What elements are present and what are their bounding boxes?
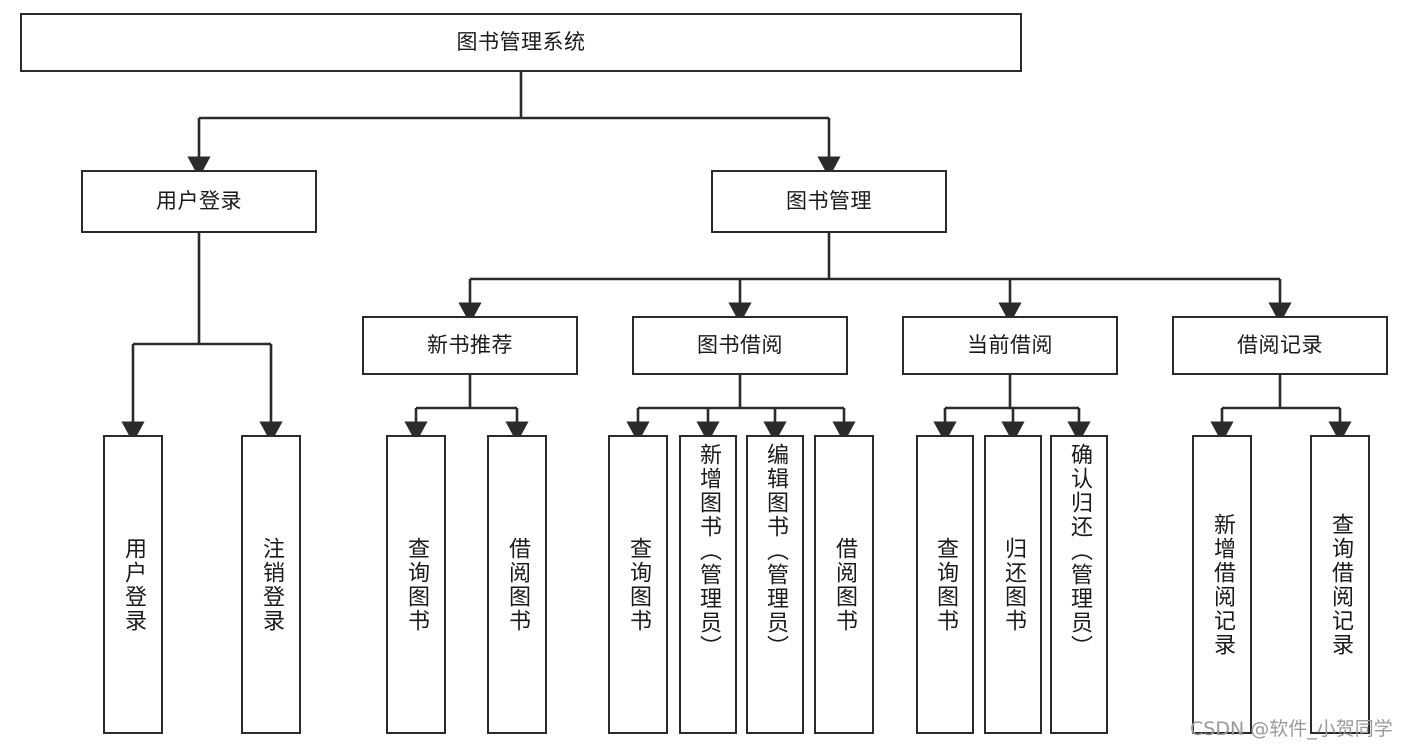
node-records[interactable]: 借阅记录 [1172, 316, 1388, 375]
node-label-leaf-new-1: 查询图书 [404, 536, 429, 633]
node-label-leaf-rec-1: 新增借阅记录 [1210, 512, 1235, 657]
node-label-login: 用户登录 [156, 189, 242, 214]
node-leaf-cur-3[interactable]: 确认归还（管理员） [1050, 435, 1108, 734]
node-label-newbook: 新书推荐 [427, 333, 513, 358]
node-leaf-bor-3[interactable]: 编辑图书（管理员） [746, 435, 804, 734]
node-label-leaf-cur-1: 查询图书 [933, 536, 958, 633]
node-leaf-new-1[interactable]: 查询图书 [386, 435, 446, 734]
node-leaf-bor-4[interactable]: 借阅图书 [814, 435, 874, 734]
node-leaf-login-1[interactable]: 用户登录 [103, 435, 163, 734]
node-label-leaf-login-1: 用户登录 [121, 536, 146, 633]
node-leaf-rec-2[interactable]: 查询借阅记录 [1310, 435, 1370, 734]
node-label-leaf-bor-1: 查询图书 [626, 536, 651, 633]
node-current[interactable]: 当前借阅 [902, 316, 1118, 375]
node-label-leaf-bor-4: 借阅图书 [832, 536, 857, 633]
node-label-leaf-cur-3: 确认归还（管理员） [1067, 443, 1092, 659]
node-leaf-cur-1[interactable]: 查询图书 [916, 435, 974, 734]
node-leaf-new-2[interactable]: 借阅图书 [487, 435, 547, 734]
node-leaf-bor-1[interactable]: 查询图书 [608, 435, 668, 734]
node-leaf-login-2[interactable]: 注销登录 [241, 435, 301, 734]
node-label-bookmgmt: 图书管理 [786, 189, 872, 214]
node-label-leaf-bor-3: 编辑图书（管理员） [763, 443, 788, 659]
node-newbook[interactable]: 新书推荐 [362, 316, 578, 375]
node-leaf-bor-2[interactable]: 新增图书（管理员） [679, 435, 737, 734]
watermark-text: CSDN @软件_小贺同学 [1190, 718, 1393, 740]
node-label-records: 借阅记录 [1237, 333, 1323, 358]
node-leaf-cur-2[interactable]: 归还图书 [984, 435, 1042, 734]
node-label-leaf-rec-2: 查询借阅记录 [1328, 512, 1353, 657]
node-label-root: 图书管理系统 [456, 30, 586, 55]
node-label-leaf-new-2: 借阅图书 [505, 536, 530, 633]
node-leaf-rec-1[interactable]: 新增借阅记录 [1192, 435, 1252, 734]
node-root[interactable]: 图书管理系统 [20, 13, 1022, 72]
node-bookmgmt[interactable]: 图书管理 [711, 170, 947, 233]
node-label-leaf-login-2: 注销登录 [259, 536, 284, 633]
node-borrow[interactable]: 图书借阅 [632, 316, 848, 375]
node-label-current: 当前借阅 [967, 333, 1053, 358]
node-login[interactable]: 用户登录 [81, 170, 317, 233]
node-label-borrow: 图书借阅 [697, 333, 783, 358]
node-label-leaf-cur-2: 归还图书 [1001, 536, 1026, 633]
node-label-leaf-bor-2: 新增图书（管理员） [696, 443, 721, 659]
